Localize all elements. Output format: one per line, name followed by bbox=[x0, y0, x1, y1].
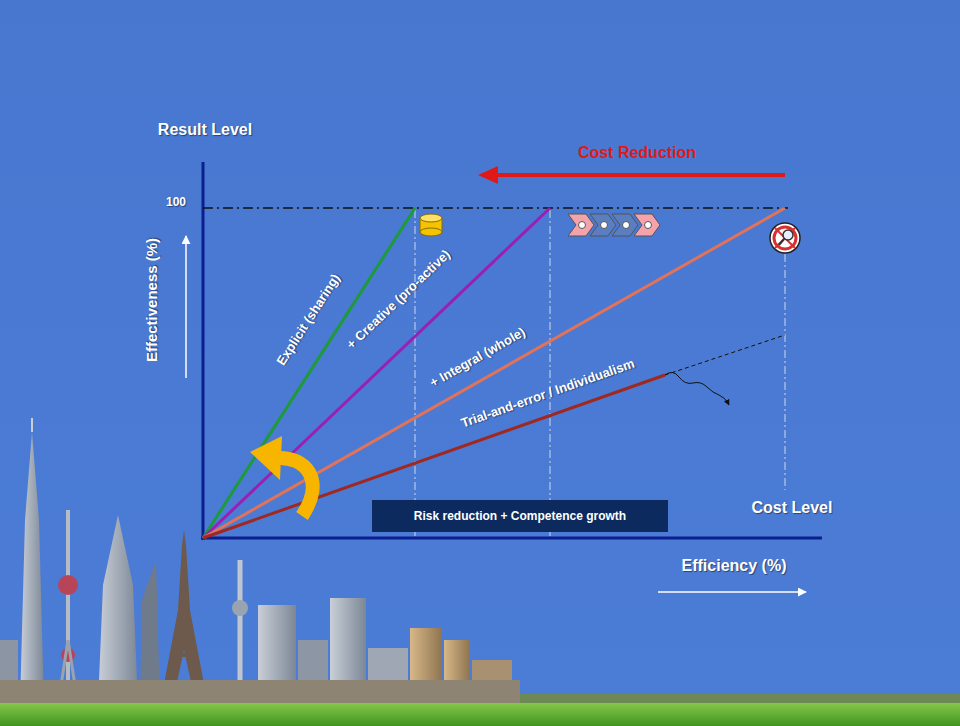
process-chevrons-part bbox=[590, 214, 616, 236]
performance-lines-part bbox=[665, 335, 785, 375]
skyline-part bbox=[61, 648, 75, 662]
line-label: Explicit (sharing) bbox=[274, 272, 344, 369]
axis-title: Cost Level bbox=[752, 499, 833, 517]
skyline-part bbox=[66, 510, 70, 705]
process-chevrons-part bbox=[612, 214, 638, 236]
database-icon-part bbox=[420, 228, 442, 236]
performance-lines-part bbox=[203, 208, 550, 538]
process-chevrons bbox=[568, 214, 660, 236]
axes-part bbox=[201, 537, 822, 540]
process-chevrons-part bbox=[623, 222, 630, 229]
reference-lines-part bbox=[415, 210, 416, 536]
skyline bbox=[0, 418, 960, 726]
skyline-part bbox=[232, 600, 248, 616]
axes-part bbox=[658, 591, 806, 593]
performance-lines-part bbox=[665, 372, 729, 405]
axis-title: Result Level bbox=[158, 121, 252, 139]
performance-lines-part bbox=[203, 208, 415, 538]
axes bbox=[186, 162, 822, 592]
axis-label: Effectiveness (%) bbox=[143, 238, 160, 362]
cost-reduction-arrow-part bbox=[496, 173, 785, 177]
risk-target-icon-part bbox=[779, 239, 784, 245]
cost-reduction-arrow bbox=[478, 166, 785, 184]
risk-target-icon-part bbox=[775, 228, 795, 248]
risk-target-icon bbox=[770, 223, 800, 253]
skyline-part bbox=[0, 680, 520, 705]
skyline-part bbox=[160, 530, 208, 705]
performance-lines-part bbox=[203, 208, 785, 538]
skyline-part bbox=[98, 515, 138, 705]
skyline-part bbox=[172, 653, 196, 657]
risk-target-icon-part bbox=[775, 228, 795, 248]
axes-part bbox=[202, 162, 205, 540]
process-chevrons-part bbox=[645, 222, 652, 229]
risk-target-icon-part bbox=[774, 227, 796, 249]
process-chevrons-part bbox=[579, 222, 586, 229]
line-label: + Creative (pro-active) bbox=[344, 247, 453, 352]
skyline-part bbox=[20, 432, 44, 705]
arrow-label: Cost Reduction bbox=[578, 144, 696, 162]
axis-tick: 100 bbox=[166, 196, 186, 210]
axis-label: Efficiency (%) bbox=[682, 557, 787, 575]
process-chevrons-part bbox=[568, 214, 594, 236]
reference-lines-part bbox=[203, 207, 788, 209]
improvement-arrow-part bbox=[250, 436, 282, 480]
skyline-part bbox=[31, 418, 33, 432]
cost-reduction-arrow-part bbox=[478, 166, 498, 184]
process-chevrons-part bbox=[634, 214, 660, 236]
database-icon bbox=[420, 214, 442, 236]
skyline-part bbox=[0, 703, 960, 726]
performance-lines bbox=[203, 208, 785, 538]
banner-box: Risk reduction + Competence growth bbox=[372, 500, 668, 532]
axes-part bbox=[185, 236, 187, 378]
skyline-part bbox=[58, 575, 78, 595]
reference-lines-part bbox=[550, 210, 551, 536]
banner-text: Risk reduction + Competence growth bbox=[414, 509, 626, 523]
improvement-arrow bbox=[250, 436, 313, 516]
database-icon-part bbox=[420, 214, 442, 222]
improvement-arrow-part bbox=[276, 458, 313, 516]
risk-target-icon-part bbox=[770, 223, 800, 253]
risk-target-icon-part bbox=[783, 230, 793, 240]
reference-lines-part bbox=[785, 254, 786, 490]
process-chevrons-part bbox=[601, 222, 608, 229]
performance-lines-part bbox=[203, 375, 665, 538]
